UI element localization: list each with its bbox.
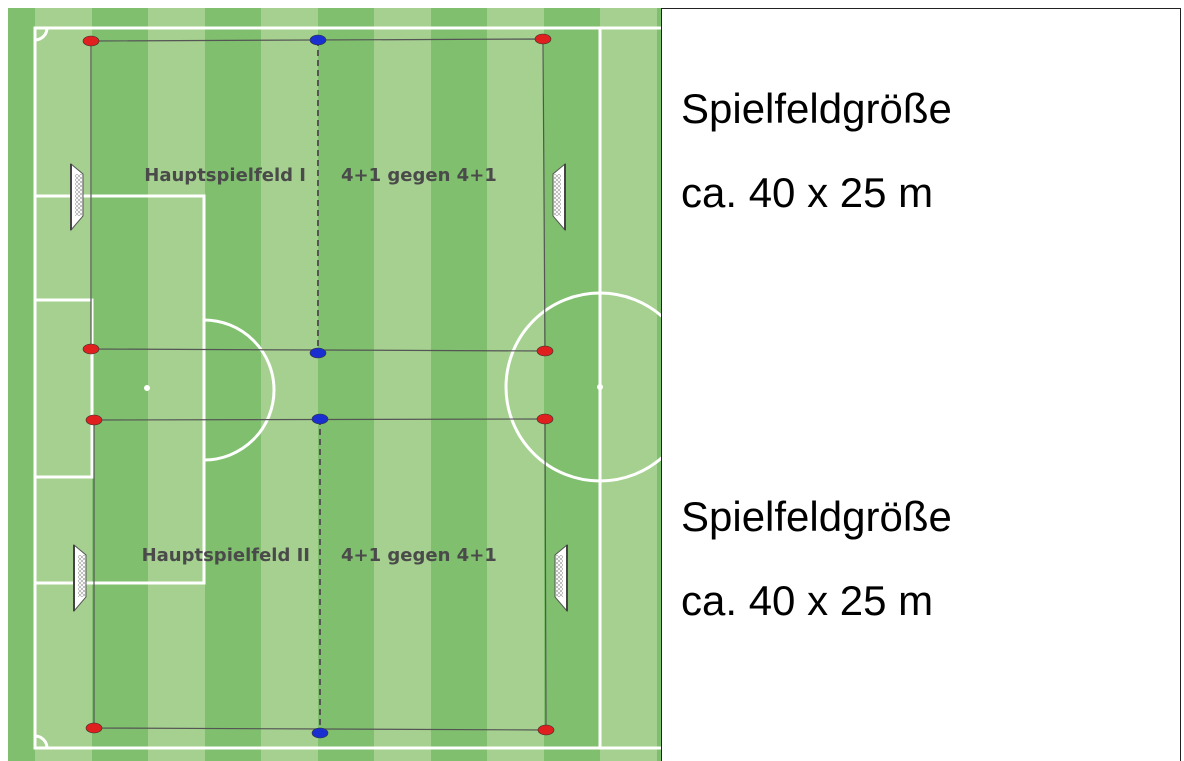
grass-stripe	[35, 8, 92, 761]
penalty-spot	[144, 385, 150, 391]
grass-stripe	[600, 8, 657, 761]
field-one-size-title: Spielfeldgröße	[681, 85, 952, 132]
cone-markers	[82, 33, 555, 739]
cone-marker-icon	[534, 33, 552, 45]
field-two-size-value: ca. 40 x 25 m	[681, 577, 934, 624]
cone-marker-icon	[537, 724, 555, 736]
corner-arc-top	[34, 27, 49, 42]
field-two-size-title: Spielfeldgröße	[681, 493, 952, 540]
goal-area	[33, 298, 94, 479]
field-one-format: 4+1 gegen 4+1	[341, 165, 497, 186]
grass-stripe	[374, 8, 431, 761]
info-panel	[661, 8, 1181, 761]
training-pitch-diagram: Hauptspielfeld I 4+1 gegen 4+1 Hauptspie…	[8, 8, 662, 761]
cone-marker-icon	[82, 343, 100, 355]
cone-marker-icon	[536, 345, 554, 357]
centre-spot	[597, 384, 603, 390]
cone-marker-icon	[309, 347, 327, 359]
field-one-name: Hauptspielfeld I	[144, 165, 306, 186]
cone-marker-icon	[311, 727, 329, 739]
field-one-size-value: ca. 40 x 25 m	[681, 169, 934, 216]
cone-marker-icon	[311, 413, 329, 425]
cone-marker-icon	[82, 35, 100, 47]
cone-marker-icon	[536, 413, 554, 425]
corner-arc-bottom	[34, 734, 49, 749]
cone-marker-icon	[85, 414, 103, 426]
grass-stripe	[487, 8, 544, 761]
grass-stripe	[261, 8, 318, 761]
field-two-format: 4+1 gegen 4+1	[341, 545, 497, 566]
grass-stripe	[148, 8, 205, 761]
centre-circle	[504, 291, 662, 483]
cone-marker-icon	[85, 722, 103, 734]
cone-marker-icon	[309, 34, 327, 46]
grass-background	[8, 8, 662, 761]
field-two-name: Hauptspielfeld II	[142, 545, 310, 566]
field-labels: Hauptspielfeld I 4+1 gegen 4+1 Hauptspie…	[142, 165, 497, 566]
grass	[8, 8, 662, 761]
penalty-arc	[203, 318, 276, 462]
